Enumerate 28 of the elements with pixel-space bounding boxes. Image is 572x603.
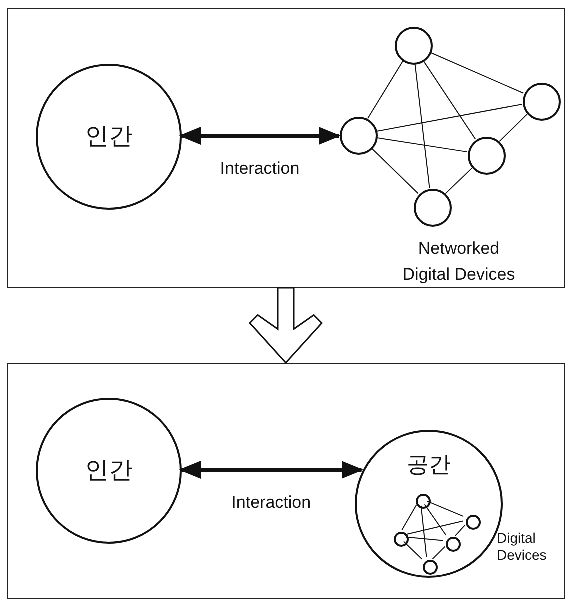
double-arrow — [179, 461, 364, 479]
hollow-arrow — [248, 287, 324, 364]
network-link — [367, 60, 404, 120]
network-link — [402, 504, 418, 530]
network-link — [455, 524, 466, 536]
network-link — [376, 104, 523, 132]
device-caption: Digital Devices — [497, 530, 548, 564]
panel-frame — [7, 8, 565, 288]
network-link — [423, 60, 476, 140]
network-link — [420, 505, 428, 558]
network-link — [405, 536, 444, 542]
network-link — [445, 168, 473, 194]
network-link — [499, 114, 528, 142]
node-label: 인간 — [85, 125, 133, 149]
panel-frame — [7, 363, 565, 599]
double-arrow — [179, 127, 342, 145]
network-link — [405, 520, 464, 536]
network-link — [403, 541, 423, 560]
node-label: 인간 — [85, 459, 133, 483]
network-link — [426, 500, 464, 518]
network-link — [376, 137, 468, 153]
network-link — [414, 63, 430, 189]
network-link — [430, 52, 524, 94]
device-caption: Networked Digital Devices — [402, 238, 516, 286]
network-link — [371, 148, 419, 194]
network-link — [432, 546, 446, 560]
network-link — [424, 504, 447, 536]
node-label: 공간 — [407, 454, 451, 476]
